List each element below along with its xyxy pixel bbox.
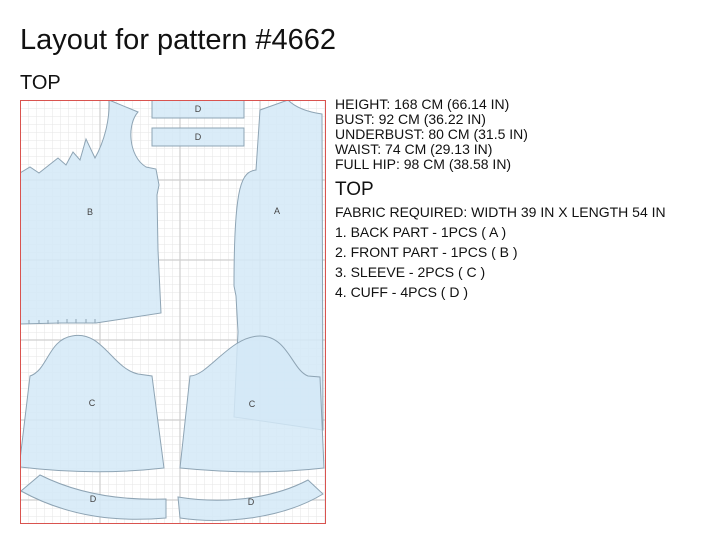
label-front: B — [87, 207, 93, 217]
details-title: TOP — [335, 179, 374, 200]
piece-item: 2. FRONT PART - 1PCS ( B ) — [335, 244, 518, 260]
piece-sleeve-right — [179, 335, 325, 473]
label-sleeve-right: C — [249, 399, 256, 409]
label-sleeve-left: C — [89, 398, 96, 408]
measurements-list: HEIGHT: 168 CM (66.14 IN) BUST: 92 CM (3… — [335, 97, 705, 172]
piece-item: 1. BACK PART - 1PCS ( A ) — [335, 224, 507, 240]
label-back: A — [274, 206, 280, 216]
piece-item: 4. CUFF - 4PCS ( D ) — [335, 284, 469, 300]
piece-cuff-top-2 — [151, 127, 245, 147]
pieces-list: 1. BACK PART - 1PCS ( A ) 2. FRONT PART … — [335, 222, 705, 302]
piece-cuff-bottom-right — [177, 479, 324, 521]
page-title: Layout for pattern #4662 — [20, 24, 337, 56]
label-cuff-top-1: D — [195, 104, 202, 114]
piece-item: 3. SLEEVE - 2PCS ( C ) — [335, 264, 486, 280]
label-cuff-bottom-right: D — [248, 497, 255, 507]
measurement-bust: BUST: 92 CM (36.22 IN) — [335, 111, 486, 127]
fabric-required: FABRIC REQUIRED: WIDTH 39 IN X LENGTH 54… — [335, 204, 666, 220]
measurement-full-hip: FULL HIP: 98 CM (38.58 IN) — [335, 156, 512, 172]
label-cuff-bottom-left: D — [90, 494, 97, 504]
section-subtitle: TOP — [20, 72, 61, 94]
measurement-height: HEIGHT: 168 CM (66.14 IN) — [335, 96, 510, 112]
measurement-underbust: UNDERBUST: 80 CM (31.5 IN) — [335, 126, 528, 142]
measurement-waist: WAIST: 74 CM (29.13 IN) — [335, 141, 493, 157]
pattern-layout: B A D D C C D D — [20, 100, 326, 524]
pattern-info: HEIGHT: 168 CM (66.14 IN) BUST: 92 CM (3… — [335, 97, 705, 302]
piece-cuff-bottom-left — [20, 474, 167, 520]
piece-front-b — [20, 100, 162, 325]
piece-sleeve-left — [20, 334, 165, 473]
piece-cuff-top-1 — [151, 100, 245, 119]
label-cuff-top-2: D — [195, 132, 202, 142]
